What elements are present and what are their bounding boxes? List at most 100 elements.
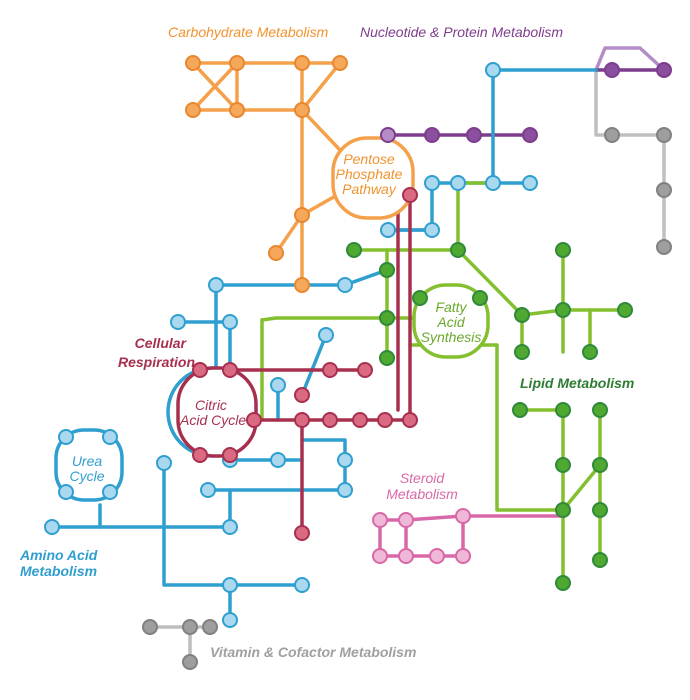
amino-node <box>424 222 440 238</box>
urea-cycle-box <box>54 428 124 502</box>
amino-node <box>337 277 353 293</box>
respiration-node <box>402 412 418 428</box>
carbohydrate-node <box>185 55 201 71</box>
amino-acid-metabolism-label: Amino Acid Metabolism <box>20 547 98 579</box>
lipid-edge <box>520 308 627 317</box>
amino-node <box>380 222 396 238</box>
lipid-node <box>379 350 395 366</box>
lipid-node <box>412 290 428 306</box>
steroid-node <box>372 512 388 528</box>
vitamin-cofactor-metabolism-label: Vitamin & Cofactor Metabolism <box>210 644 417 660</box>
steroid-node <box>455 548 471 564</box>
lipid-node <box>472 290 488 306</box>
nucleotide-node <box>656 62 672 78</box>
steroid-metabolism-label: Steroid Metabolism <box>386 470 458 502</box>
respiration-node <box>402 187 418 203</box>
amino-node <box>270 452 286 468</box>
amino-node <box>200 482 216 498</box>
amino-node <box>222 519 238 535</box>
amino-node <box>44 519 60 535</box>
amino-edge <box>162 461 304 587</box>
carbohydrate-node <box>294 277 310 293</box>
amino-node <box>222 314 238 330</box>
steroid-node <box>372 548 388 564</box>
amino-node <box>102 429 118 445</box>
amino-edge <box>300 333 328 397</box>
amino-node <box>222 577 238 593</box>
respiration-node <box>222 447 238 463</box>
lipid-node <box>555 242 571 258</box>
amino-node <box>522 175 538 191</box>
steroid-node <box>455 508 471 524</box>
amino-node <box>318 327 334 343</box>
fatty-acid-synthesis-box <box>412 283 490 359</box>
carbohydrate-edge <box>300 108 342 152</box>
amino-node <box>485 62 501 78</box>
vitamin-node <box>656 182 672 198</box>
lipid-node <box>582 344 598 360</box>
vitamin-node <box>656 239 672 255</box>
cellular-respiration-label: Cellular Respiration <box>118 335 196 370</box>
amino-node <box>58 429 74 445</box>
respiration-node <box>377 412 393 428</box>
amino-node <box>170 314 186 330</box>
lipid-edge <box>260 316 422 322</box>
respiration-node <box>352 412 368 428</box>
amino-node <box>485 175 501 191</box>
lipid-node <box>555 457 571 473</box>
nucleotide-node <box>522 127 538 143</box>
respiration-node <box>294 525 310 541</box>
lipid-node <box>592 502 608 518</box>
respiration-node <box>192 447 208 463</box>
lipid-node <box>379 310 395 326</box>
amino-node <box>222 612 238 628</box>
lipid-node <box>514 307 530 323</box>
amino-node <box>102 484 118 500</box>
vitamin-node <box>202 619 218 635</box>
amino-node <box>337 482 353 498</box>
steroid-node <box>429 548 445 564</box>
amino-node <box>270 377 286 393</box>
fatty-acid-synthesis-label: Fatty Acid Synthesis <box>420 299 482 345</box>
respiration-node <box>294 387 310 403</box>
vitamin-node <box>182 619 198 635</box>
carbohydrate-node <box>294 207 310 223</box>
respiration-node <box>357 362 373 378</box>
nucleotide-node <box>466 127 482 143</box>
nucleotide-protein-metabolism-label: Nucleotide & Protein Metabolism <box>360 24 564 40</box>
nucleotide-edge <box>594 46 666 72</box>
pentose-phosphate-pathway-label: Pentose Phosphate Pathway <box>335 151 403 197</box>
carbohydrate-node <box>229 102 245 118</box>
steroid-node <box>398 548 414 564</box>
steroid-edge <box>404 514 465 558</box>
steroid-edge <box>404 514 565 522</box>
lipid-node <box>617 302 633 318</box>
carbohydrate-node <box>185 102 201 118</box>
carbohydrate-node <box>332 55 348 71</box>
respiration-node <box>294 412 310 428</box>
lipid-node <box>379 262 395 278</box>
lipid-node <box>450 242 466 258</box>
lipid-node <box>555 575 571 591</box>
urea-cycle-label: Urea Cycle <box>69 453 105 484</box>
vitamin-node <box>656 127 672 143</box>
amino-node <box>294 577 310 593</box>
carbohydrate-node <box>229 55 245 71</box>
amino-node <box>156 455 172 471</box>
amino-node <box>450 175 466 191</box>
lipid-node <box>592 457 608 473</box>
respiration-node <box>192 362 208 378</box>
carbohydrate-node <box>294 55 310 71</box>
citric-acid-cycle-label: Citric Acid Cycle <box>180 397 247 428</box>
carbohydrate-node <box>294 102 310 118</box>
carbohydrate-edge <box>300 61 342 112</box>
vitamin-node <box>182 654 198 670</box>
respiration-node <box>322 362 338 378</box>
lipid-node <box>592 552 608 568</box>
lipid-node <box>346 242 362 258</box>
lipid-edge <box>352 248 524 354</box>
vitamin-edge <box>594 68 666 249</box>
citric-acid-cycle-box <box>176 366 258 458</box>
